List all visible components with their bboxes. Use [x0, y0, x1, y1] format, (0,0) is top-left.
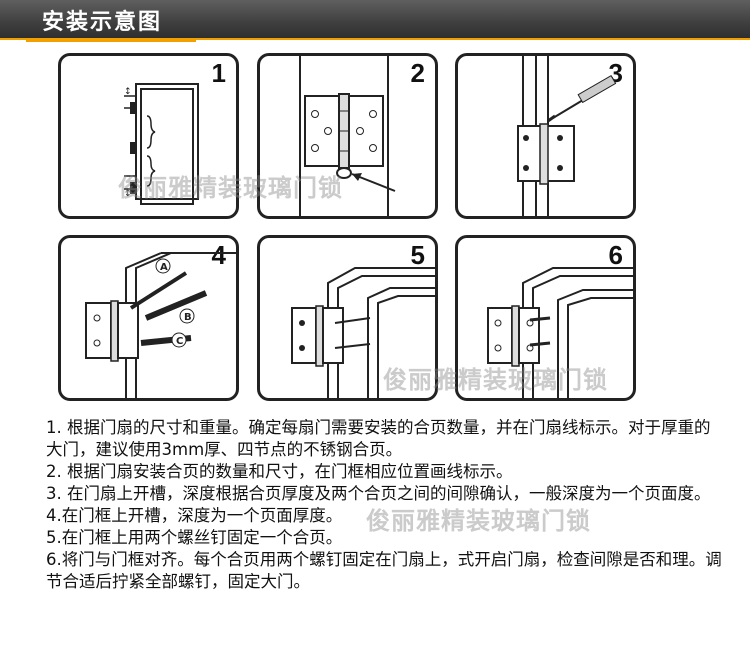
header-title: 安装示意图 — [42, 10, 163, 35]
step-panel-6: 6 — [455, 235, 636, 401]
hinge-closeup-diagram-icon — [299, 56, 396, 216]
watermark-text: 俊丽雅精装玻璃门锁 — [118, 174, 343, 202]
tool-label-a: A — [160, 262, 168, 273]
panel-number: 5 — [410, 240, 425, 270]
step-panel-1: 1 ↕ ↕ — [58, 53, 239, 219]
tools-on-hinge-diagram-icon: A B C — [85, 252, 236, 398]
panel-number: 4 — [211, 240, 226, 270]
svg-text:↕: ↕ — [124, 87, 132, 97]
instruction-step-6: 6.将门与门框对齐。每个合页用两个螺钉固定在门扇上，式开启门扇，检查间隙是否和理… — [46, 550, 722, 591]
installation-instructions: 1. 根据门扇的尺寸和重量。确定每扇门需要安装的合页数量，并在门扇线标示。对于厚… — [46, 417, 726, 593]
instruction-step-3: 3. 在门扇上开槽，深度根据合页厚度及两个合页之间的间隙确认，一般深度为一个页面… — [46, 484, 711, 503]
step-panel-2: 2 — [257, 53, 438, 219]
step-panel-4: 4 A B C — [58, 235, 239, 401]
watermark-text: 俊丽雅精装玻璃门锁 — [366, 507, 591, 535]
hinge-on-frame-diagram-icon — [291, 267, 435, 398]
instruction-step-5: 5.在门框上用两个螺丝钉固定一个合页。 — [46, 528, 343, 547]
step-panel-5: 5 — [257, 235, 438, 401]
header-accent-bar — [26, 38, 196, 42]
instruction-step-2: 2. 根据门扇安装合页的数量和尺寸，在门框相应位置画线标示。 — [46, 462, 513, 481]
tool-label-b: B — [184, 312, 192, 323]
panel-number: 1 — [211, 58, 226, 88]
door-aligned-diagram-icon — [487, 267, 633, 398]
instruction-step-1: 1. 根据门扇的尺寸和重量。确定每扇门需要安装的合页数量，并在门扇线标示。对于厚… — [46, 418, 711, 459]
section-header: 安装示意图 — [0, 0, 750, 40]
watermark-text: 俊丽雅精装玻璃门锁 — [383, 366, 608, 394]
svg-text:↕: ↕ — [124, 189, 132, 199]
panel-number: 2 — [410, 58, 425, 88]
step-panel-3: 3 — [455, 53, 636, 219]
panel-number: 6 — [608, 240, 623, 270]
tool-label-c: C — [176, 336, 183, 347]
door-frame-diagram-icon: ↕ ↕ — [124, 83, 199, 205]
chisel-mark-diagram-icon — [517, 56, 617, 216]
instruction-step-4: 4.在门框上开槽，深度为一个页面厚度。 — [46, 506, 343, 525]
